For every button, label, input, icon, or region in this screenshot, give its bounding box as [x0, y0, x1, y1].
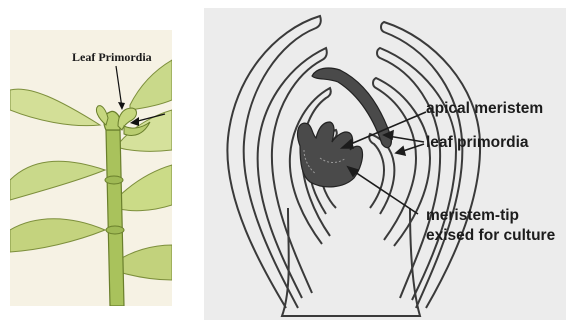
leader-line [116, 66, 122, 108]
meristem-tip-label-line1: meristem-tip [426, 207, 519, 225]
leaf-primordia-label-right: leaf primordia [426, 134, 529, 152]
leaf-primordia-label: Leaf Primordia [72, 50, 152, 65]
plant-shoot-illustration: Leaf Primordia [10, 30, 172, 306]
shoot-apex-section-diagram: apical meristem leaf primordia meristem-… [204, 8, 566, 320]
section-drawing [204, 8, 566, 320]
meristem-tip-label-line2: exised for culture [426, 227, 555, 245]
leaf-primordia-leader-a [388, 136, 424, 142]
plant-shoot-drawing [10, 30, 172, 306]
apical-meristem-label: apical meristem [426, 100, 543, 118]
